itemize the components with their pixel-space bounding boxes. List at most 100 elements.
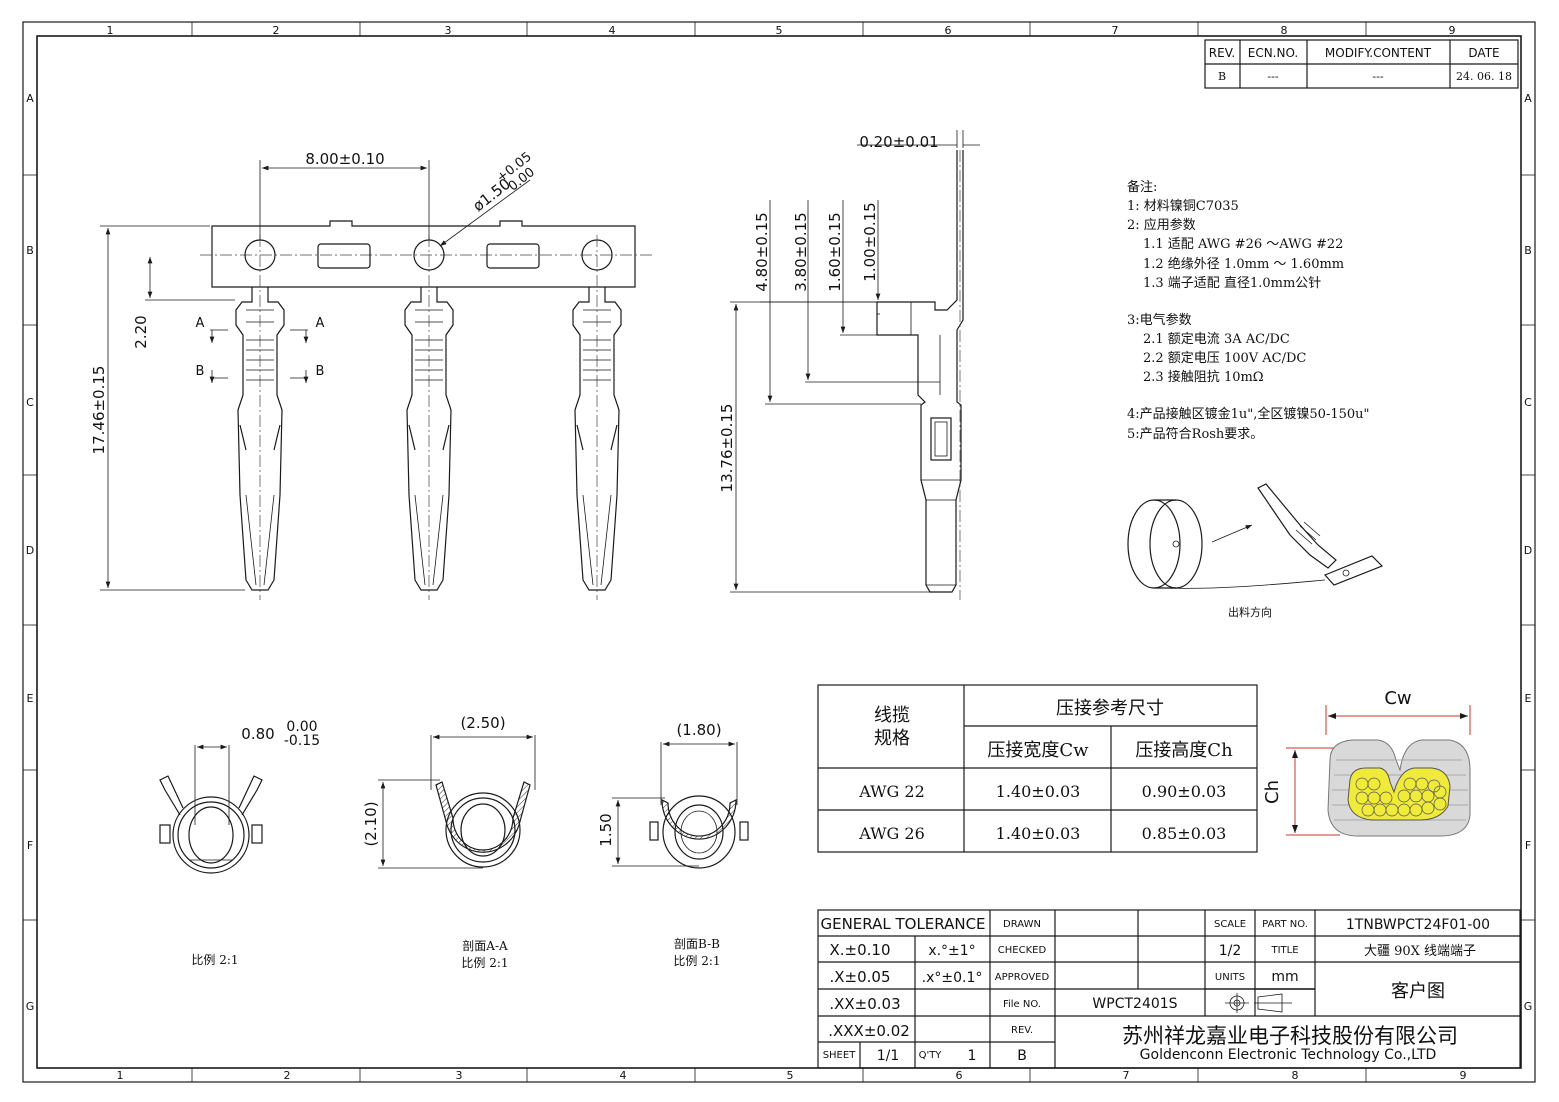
cable-gauge: AWG 26 <box>858 824 925 843</box>
rev-header: REV. <box>1209 46 1235 60</box>
col-number: 6 <box>956 1069 963 1082</box>
general-tolerance-label: GENERAL TOLERANCE <box>820 915 985 933</box>
scale-value: 1/2 <box>1219 943 1242 959</box>
row-letter: E <box>1525 692 1532 705</box>
col-number: 1 <box>107 24 114 37</box>
tolerance-xxxx: .XXX±0.02 <box>828 1022 910 1040</box>
end-scale-label: 比例 2:1 <box>191 953 238 967</box>
length-dimension: 13.76±0.15 <box>718 404 736 493</box>
projection-symbol-icon <box>1225 993 1292 1013</box>
row-letter: D <box>1524 544 1532 557</box>
col-number: 9 <box>1449 24 1456 37</box>
notes: 备注: 1: 材料镍铜C7035 2: 应用参数 1.1 适配 AWG #26 … <box>1127 179 1370 442</box>
note-line: 2.3 接触阻抗 10mΩ <box>1143 369 1264 385</box>
revision-table: REV. ECN.NO. MODIFY.CONTENT DATE B --- -… <box>1204 39 1519 89</box>
col-number: 7 <box>1112 24 1119 37</box>
section-b-label: B <box>316 364 325 379</box>
section-bb-scale: 比例 2:1 <box>673 954 720 968</box>
drawn-label: DRAWN <box>1003 919 1041 930</box>
note-line: 4:产品接触区镀金1u",全区镀镍50-150u" <box>1127 406 1370 422</box>
end-tol-lower: -0.15 <box>284 733 320 749</box>
col-number: 3 <box>445 24 452 37</box>
row-letter: F <box>27 839 33 852</box>
section-bb-width: (1.80) <box>676 721 721 739</box>
sheet-label: SHEET <box>823 1050 857 1061</box>
row-letter: B <box>1524 244 1532 257</box>
col-number: 8 <box>1292 1069 1299 1082</box>
units-label: UNITS <box>1215 972 1245 983</box>
crimp-table: 线揽 规格 压接参考尺寸 压接宽度Cw 压接高度Ch AWG 22 1.40±0… <box>817 684 1258 853</box>
section-aa-title: 剖面A-A <box>462 939 508 953</box>
col-number: 3 <box>456 1069 463 1082</box>
section-aa-width: (2.50) <box>460 714 505 732</box>
side-dimension: 1.60±0.15 <box>826 212 844 291</box>
crimp-height-header: 压接高度Ch <box>1135 740 1233 761</box>
cable-spec-header: 线揽 <box>874 705 910 726</box>
section-bb-height: 1.50 <box>597 813 615 846</box>
height-dimension: 17.46±0.15 <box>90 366 108 455</box>
note-line: 1.3 端子适配 直径1.0mm公针 <box>1143 276 1321 291</box>
company-name-cn: 苏州祥龙嘉业电子科技股份有限公司 <box>1122 1024 1458 1048</box>
crimp-width-header: 压接宽度Cw <box>987 740 1089 761</box>
crimp-height-value: 0.85±0.03 <box>1142 824 1227 843</box>
part-no-label: PART NO. <box>1262 919 1308 930</box>
side-dimension: 1.00±0.15 <box>861 202 879 281</box>
side-dimension: 3.80±0.15 <box>792 212 810 291</box>
end-view <box>159 744 263 874</box>
crimp-cross-section <box>1286 705 1471 837</box>
col-number: 9 <box>1460 1069 1467 1082</box>
col-number: 5 <box>776 24 783 37</box>
row-letter: D <box>26 544 34 557</box>
ecn-header: ECN.NO. <box>1248 46 1299 60</box>
notes-title: 备注: <box>1127 179 1157 195</box>
side-dimension: 4.80±0.15 <box>753 212 771 291</box>
row-letter: C <box>1524 396 1532 409</box>
end-tol-upper: 0.00 <box>286 719 317 735</box>
tolerance-xx: .X±0.05 <box>829 968 890 986</box>
note-line: 3:电气参数 <box>1127 312 1192 328</box>
note-line: 2: 应用参数 <box>1127 217 1196 233</box>
section-b-label: B <box>196 364 205 379</box>
date-value: 24. 06. 18 <box>1456 70 1512 83</box>
col-number: 7 <box>1123 1069 1130 1082</box>
approved-label: APPROVED <box>995 972 1050 983</box>
cable-spec-header: 规格 <box>874 728 910 749</box>
title-value: 大疆 90X 线端端子 <box>1364 944 1476 959</box>
front-view: A A B B 8.00±0.10 ø1.50 +0.05 0.00 17.46… <box>90 150 655 600</box>
title-label: TITLE <box>1270 945 1298 956</box>
col-number: 4 <box>609 24 616 37</box>
section-aa-view <box>378 734 536 869</box>
terminal-outline <box>235 287 285 591</box>
row-letter: B <box>26 244 34 257</box>
note-line: 2.1 额定电流 3A AC/DC <box>1143 332 1290 347</box>
row-letter: G <box>26 1000 35 1013</box>
ecn-value: --- <box>1267 70 1278 83</box>
note-line: 2.2 额定电压 100V AC/DC <box>1143 351 1306 366</box>
qty-label: Q'TY <box>919 1050 943 1061</box>
section-a-label: A <box>316 316 325 331</box>
side-view: 0.20±0.01 4.80±0.15 3.80±0.15 1.60±0.15 … <box>718 130 980 600</box>
ch-label: Ch <box>1262 780 1283 804</box>
tolerance-angle: .x°±0.1° <box>922 970 983 986</box>
tolerance-angle: x.°±1° <box>928 943 975 959</box>
crimp-ref-header: 压接参考尺寸 <box>1056 698 1164 719</box>
modify-header: MODIFY.CONTENT <box>1325 46 1432 60</box>
note-line: 1.1 适配 AWG #26 ～AWG #22 <box>1143 237 1343 252</box>
reel-illustration <box>1127 483 1384 589</box>
col-number: 2 <box>273 24 280 37</box>
row-letter: E <box>27 692 34 705</box>
pitch-dimension: 8.00±0.10 <box>305 150 384 168</box>
section-bb-view <box>612 741 749 869</box>
row-letter: G <box>1524 1000 1533 1013</box>
note-line: 1: 材料镍铜C7035 <box>1127 199 1239 214</box>
col-number: 2 <box>284 1069 291 1082</box>
carrier-dimension: 2.20 <box>132 315 150 348</box>
row-letter: F <box>1525 839 1531 852</box>
crimp-width-value: 1.40±0.03 <box>996 782 1081 801</box>
tolerance-xxx: .XX±0.03 <box>829 995 900 1013</box>
col-number: 4 <box>620 1069 627 1082</box>
crimp-height-value: 0.90±0.03 <box>1142 782 1227 801</box>
modify-value: --- <box>1372 70 1383 83</box>
section-a-label: A <box>196 316 205 331</box>
row-letter: C <box>26 396 34 409</box>
